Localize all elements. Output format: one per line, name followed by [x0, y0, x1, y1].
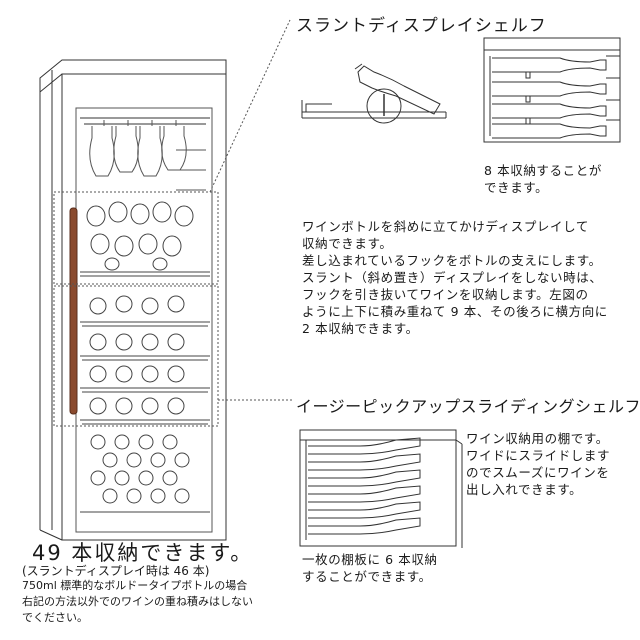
slant-shelf-description: ワインボトルを斜めに立てかけディスプレイして 収納できます。 差し込まれているフ… [302, 218, 608, 337]
description-line: 出し入れできます。 [466, 482, 583, 497]
caution-line: 750ml 標準的なボルドータイプボトルの場合 [22, 579, 248, 592]
sliding-shelf-title: イージーピックアップスライディングシェルフ [296, 397, 640, 416]
description-line: 2 本収納できます。 [302, 321, 419, 336]
description-line: フックを引き抜いてワインを収納します。左図の [302, 287, 589, 302]
caution-line: でください。 [22, 611, 88, 624]
slant-total-note: (スラントディスプレイ時は 46 本) [22, 564, 210, 578]
description-line: 収納できます。 [302, 236, 393, 251]
capacity-line: することができます。 [302, 569, 432, 584]
sliding-shelf-capacity: 一枚の棚板に 6 本収納 することができます。 [302, 551, 438, 585]
callout-leaders [53, 19, 292, 427]
description-line: ワイン収納用の棚です。 [466, 431, 609, 446]
slant-shelf-capacity: 8 本収納することが できます。 [484, 162, 602, 196]
hanging-wine-glasses [89, 120, 206, 191]
capacity-line: 8 本収納することが [484, 163, 602, 178]
description-line: ように上下に積み重ねて 9 本、その後ろに横方向に [302, 304, 608, 319]
capacity-line: できます。 [484, 180, 549, 195]
slant-shelf-side-view [301, 63, 447, 124]
wine-cellar-cabinet [39, 59, 227, 541]
sliding-shelf-view [299, 429, 463, 548]
description-line: ワインボトルを斜めに立てかけディスプレイして [302, 219, 589, 234]
capacity-line: 一枚の棚板に 6 本収納 [302, 552, 438, 567]
slant-shelf-front-view [483, 37, 621, 143]
caution-note: 750ml 標準的なボルドータイプボトルの場合 右記の方法以外でのワインの重ね積… [22, 578, 253, 626]
description-line: スラント（斜め置き）ディスプレイをしない時は、 [302, 270, 603, 285]
sliding-shelf-description: ワイン収納用の棚です。 ワイドにスライドします のでスムーズにワインを 出し入れ… [466, 430, 610, 498]
description-line: 差し込まれているフックをボトルの支えにします。 [302, 253, 602, 268]
caution-line: 右記の方法以外でのワインの重ね積みはしない [22, 595, 253, 608]
description-line: のでスムーズにワインを [466, 465, 610, 480]
slant-display-bottles [80, 201, 210, 277]
slant-shelf-title: スラントディスプレイシェルフ [296, 16, 547, 36]
stacked-bottle-rows [80, 295, 210, 513]
description-line: ワイドにスライドします [466, 448, 611, 463]
total-capacity-headline: 49 本収納できます。 [32, 541, 254, 565]
